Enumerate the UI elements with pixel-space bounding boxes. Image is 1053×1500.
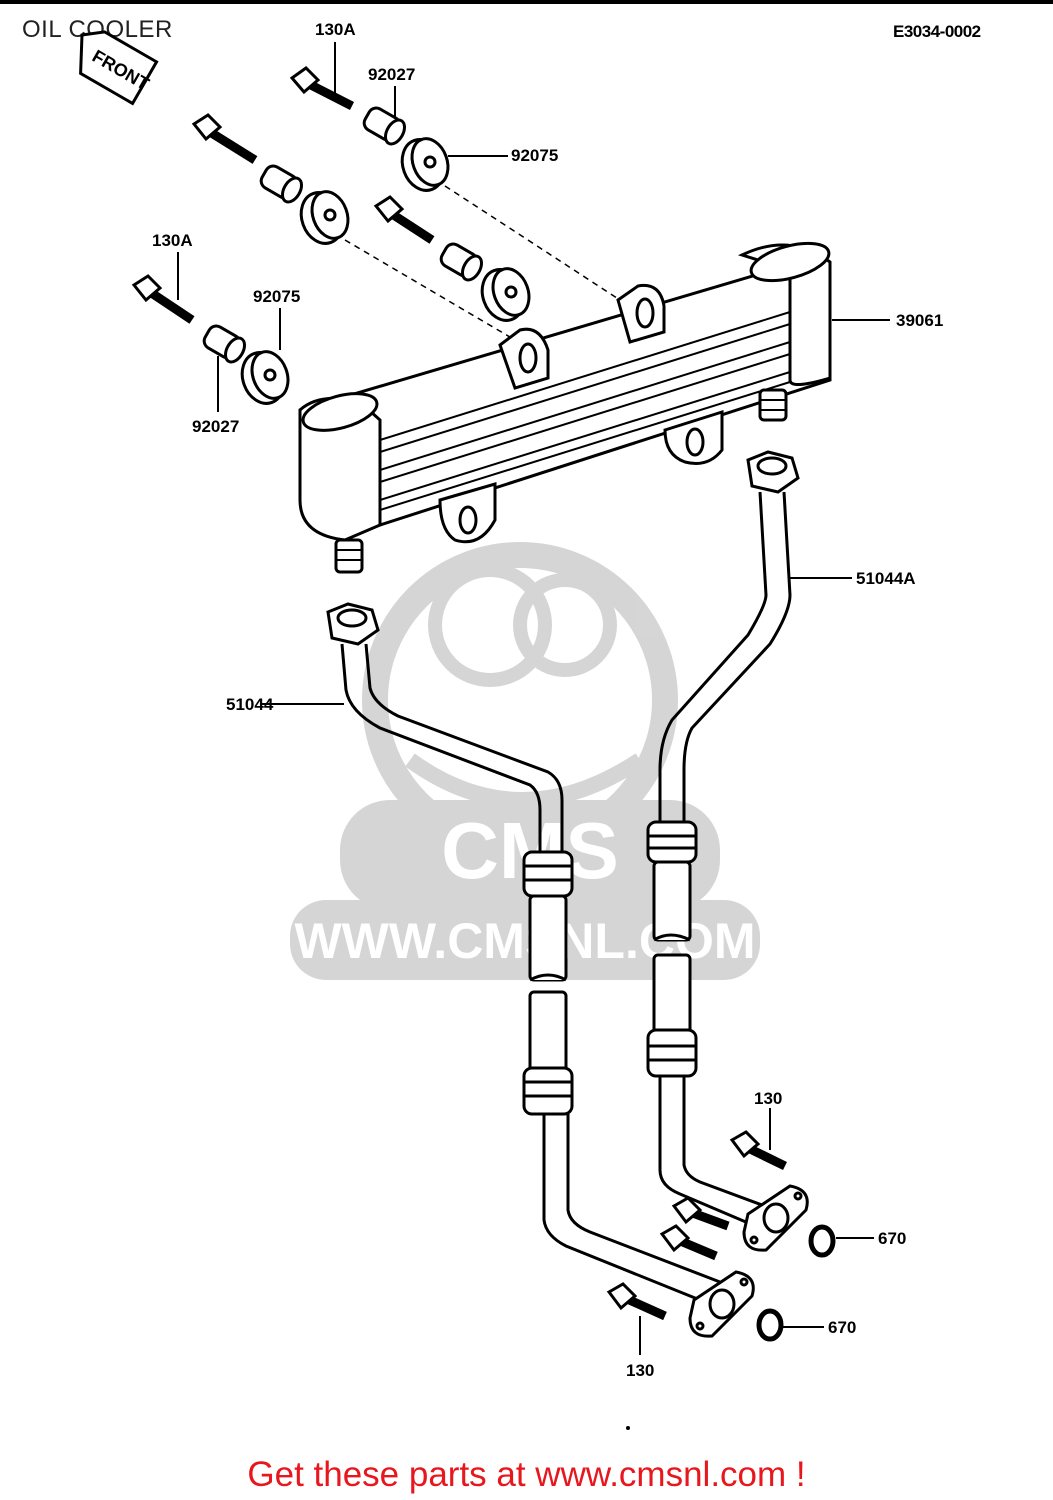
lower-hardware	[606, 1130, 836, 1342]
label-39061: 39061	[896, 311, 943, 330]
collar-middle	[259, 164, 303, 204]
label-130-right: 130	[754, 1089, 782, 1108]
grommet-92075-top	[400, 137, 450, 192]
footer-link[interactable]: Get these parts at www.cmsnl.com !	[247, 1455, 806, 1494]
grommet-middle-right	[480, 267, 531, 322]
alignment-lines	[344, 185, 621, 341]
oil-pipe-51044	[326, 602, 755, 1338]
leader-lines	[177, 42, 890, 1355]
o-ring-670-lower	[756, 1308, 784, 1342]
label-92027-left: 92027	[192, 417, 239, 436]
bolt-middle-right	[373, 195, 435, 244]
diagram-code: E3034-0002	[893, 22, 981, 41]
bolt-130-upper-right	[729, 1130, 787, 1171]
bolt-130a-top	[289, 66, 355, 111]
grommet-92075-left	[240, 350, 290, 405]
bolt-130-bottom	[606, 1282, 667, 1321]
exploded-parts-diagram: CMS WWW.CMSNL.COM FRONT	[79, 20, 943, 1430]
label-51044a: 51044A	[856, 569, 916, 588]
upper-mount-hardware	[131, 66, 531, 405]
label-130-bottom: 130	[626, 1361, 654, 1380]
collar-92027-left	[202, 324, 246, 364]
top-rule	[0, 0, 1053, 4]
o-ring-670-upper	[808, 1224, 836, 1258]
collar-92027-top	[362, 106, 406, 146]
bolt-130-mid-1	[671, 1196, 730, 1231]
collar-middle-right	[439, 242, 483, 282]
label-130a-left: 130A	[152, 231, 193, 250]
bolt-130-mid-2	[659, 1224, 718, 1261]
label-670-upper: 670	[878, 1229, 906, 1248]
bolt-middle	[191, 113, 258, 164]
label-51044: 51044	[226, 695, 274, 714]
label-92075-top: 92075	[511, 146, 558, 165]
grommet-middle	[299, 190, 350, 245]
label-92075-left: 92075	[253, 287, 300, 306]
bolt-130a-left	[131, 274, 195, 324]
oil-pipe-51044a	[646, 450, 809, 1252]
label-92027-top: 92027	[368, 65, 415, 84]
label-670-lower: 670	[828, 1318, 856, 1337]
stray-dot	[626, 1426, 630, 1430]
label-130a-top: 130A	[315, 20, 356, 39]
oil-cooler-39061	[298, 241, 832, 574]
front-marker: FRONT	[79, 30, 159, 106]
